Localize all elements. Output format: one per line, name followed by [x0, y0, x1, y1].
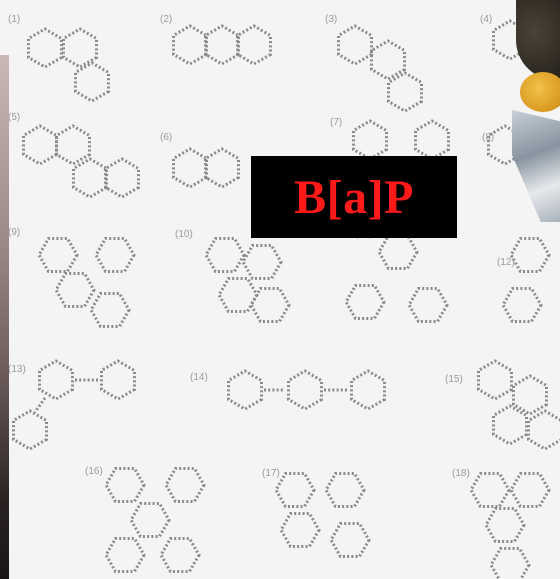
- benzene-ring: [274, 472, 316, 508]
- benzene-ring: [129, 502, 171, 538]
- benzene-ring: [159, 537, 201, 573]
- benzene-ring: [72, 157, 108, 199]
- molecule-number: (2): [160, 14, 172, 25]
- molecule-number: (13): [8, 364, 26, 375]
- molecule-number: (12): [497, 257, 515, 268]
- benzene-ring: [241, 244, 283, 280]
- benzene-ring: [489, 547, 531, 579]
- plate: [512, 110, 560, 222]
- molecule-number: (18): [452, 468, 470, 479]
- benzene-ring: [55, 124, 91, 166]
- benzene-ring: [509, 237, 551, 273]
- food-photo: [512, 0, 560, 222]
- benzene-ring: [22, 124, 58, 166]
- benzene-ring: [249, 287, 291, 323]
- benzene-ring: [414, 119, 450, 161]
- benzene-ring: [54, 272, 96, 308]
- benzene-ring: [337, 24, 373, 66]
- benzene-ring: [27, 27, 63, 69]
- benzene-ring: [501, 287, 543, 323]
- molecule-number: (10): [175, 229, 193, 240]
- benzene-ring: [407, 287, 449, 323]
- benzene-ring: [350, 369, 386, 411]
- benzene-ring: [12, 409, 48, 451]
- benzene-ring: [204, 24, 240, 66]
- benzene-ring: [100, 359, 136, 401]
- benzene-ring: [172, 147, 208, 189]
- benzene-ring: [377, 234, 419, 270]
- benzene-ring: [370, 39, 406, 81]
- benzene-ring: [469, 472, 511, 508]
- molecule-number: (6): [160, 132, 172, 143]
- benzene-ring: [484, 507, 526, 543]
- benzene-ring: [62, 27, 98, 69]
- bap-label-box: B[a]P: [251, 156, 457, 238]
- benzene-ring: [287, 369, 323, 411]
- benzene-ring: [387, 71, 423, 113]
- benzene-ring: [227, 369, 263, 411]
- molecule-number: (7): [330, 117, 342, 128]
- benzene-ring: [89, 292, 131, 328]
- molecule-number: (8): [482, 132, 494, 143]
- molecule-number: (5): [8, 112, 20, 123]
- benzene-ring: [104, 157, 140, 199]
- benzene-ring: [527, 409, 560, 451]
- benzene-ring: [172, 24, 208, 66]
- benzene-ring: [204, 147, 240, 189]
- mussel-shell: [516, 0, 560, 80]
- benzene-ring: [104, 467, 146, 503]
- ring-bond: [33, 397, 47, 413]
- benzene-ring: [329, 522, 371, 558]
- benzene-ring: [324, 472, 366, 508]
- benzene-ring: [204, 237, 246, 273]
- benzene-ring: [279, 512, 321, 548]
- benzene-ring: [512, 374, 548, 416]
- benzene-ring: [352, 119, 388, 161]
- benzene-ring: [344, 284, 386, 320]
- molecule-number: (14): [190, 372, 208, 383]
- bap-label-text: B[a]P: [294, 170, 414, 224]
- benzene-ring: [509, 472, 551, 508]
- benzene-ring: [492, 404, 528, 446]
- benzene-ring: [164, 467, 206, 503]
- benzene-ring: [38, 359, 74, 401]
- molecule-number: (15): [445, 374, 463, 385]
- benzene-ring: [94, 237, 136, 273]
- benzene-ring: [37, 237, 79, 273]
- molecule-number: (1): [8, 14, 20, 25]
- molecule-number: (3): [325, 14, 337, 25]
- benzene-ring: [104, 537, 146, 573]
- molecule-number: (17): [262, 468, 280, 479]
- egg-yolk: [520, 72, 560, 112]
- benzene-ring: [236, 24, 272, 66]
- benzene-ring: [74, 61, 110, 103]
- molecule-number: (4): [480, 14, 492, 25]
- benzene-ring: [477, 359, 513, 401]
- molecule-number: (9): [8, 227, 20, 238]
- molecule-number: (16): [85, 466, 103, 477]
- left-photo-edge: [0, 55, 9, 579]
